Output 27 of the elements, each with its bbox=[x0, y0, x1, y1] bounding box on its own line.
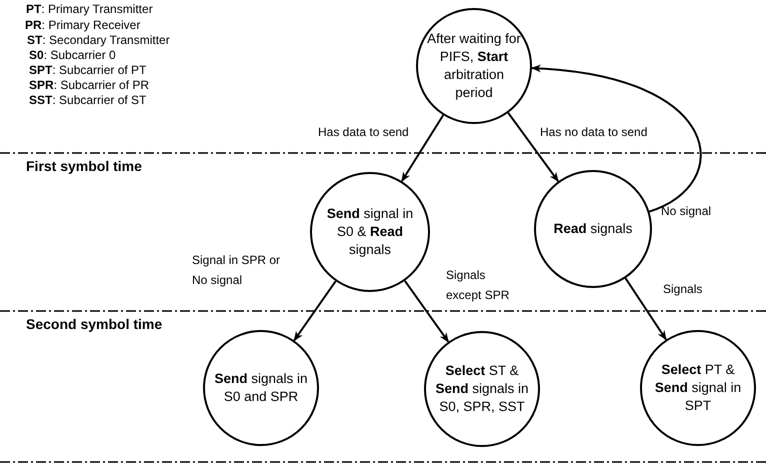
abbreviation-text: PR: Primary Receiver bbox=[25, 18, 140, 33]
edge-label: Signals except SPR bbox=[446, 267, 510, 304]
edge-label: Has no data to send bbox=[540, 124, 648, 141]
state-text: Select PT & Send signal in SPT bbox=[654, 361, 742, 415]
arrow bbox=[507, 112, 560, 182]
lane-title: First symbol time bbox=[26, 158, 142, 176]
state-text: Select ST & Send signals in S0, SPR, SST bbox=[434, 362, 530, 416]
state-text: Read signals bbox=[552, 220, 634, 238]
lane-title: Second symbol time bbox=[26, 316, 162, 334]
edge-label: No signal bbox=[661, 203, 712, 220]
edge-label: Has data to send bbox=[318, 124, 410, 141]
arrow bbox=[293, 280, 336, 342]
abbreviation-text: SPR: Subcarrier of PR bbox=[29, 78, 150, 93]
state-text: Send signals in S0 and SPR bbox=[213, 370, 309, 406]
state-text: After waiting for PIFS, Start arbitration period bbox=[427, 30, 521, 102]
arrow bbox=[404, 280, 450, 343]
edge-label: Signal in SPR or No signal bbox=[192, 252, 282, 289]
edge-label: Signals bbox=[663, 281, 704, 298]
abbreviation-text: PT: Primary Transmitter bbox=[26, 2, 153, 17]
abbreviation-text: SPT: Subcarrier of PT bbox=[29, 63, 146, 78]
arrow bbox=[401, 114, 444, 182]
arrow bbox=[530, 64, 702, 212]
arrow bbox=[624, 278, 667, 340]
abbreviation-text: ST: Secondary Transmitter bbox=[27, 33, 170, 48]
abbreviation-text: S0: Subcarrier 0 bbox=[29, 48, 116, 63]
state-text: Send signal in S0 & Read signals bbox=[326, 205, 414, 259]
abbreviation-text: SST: Subcarrier of ST bbox=[29, 93, 146, 108]
